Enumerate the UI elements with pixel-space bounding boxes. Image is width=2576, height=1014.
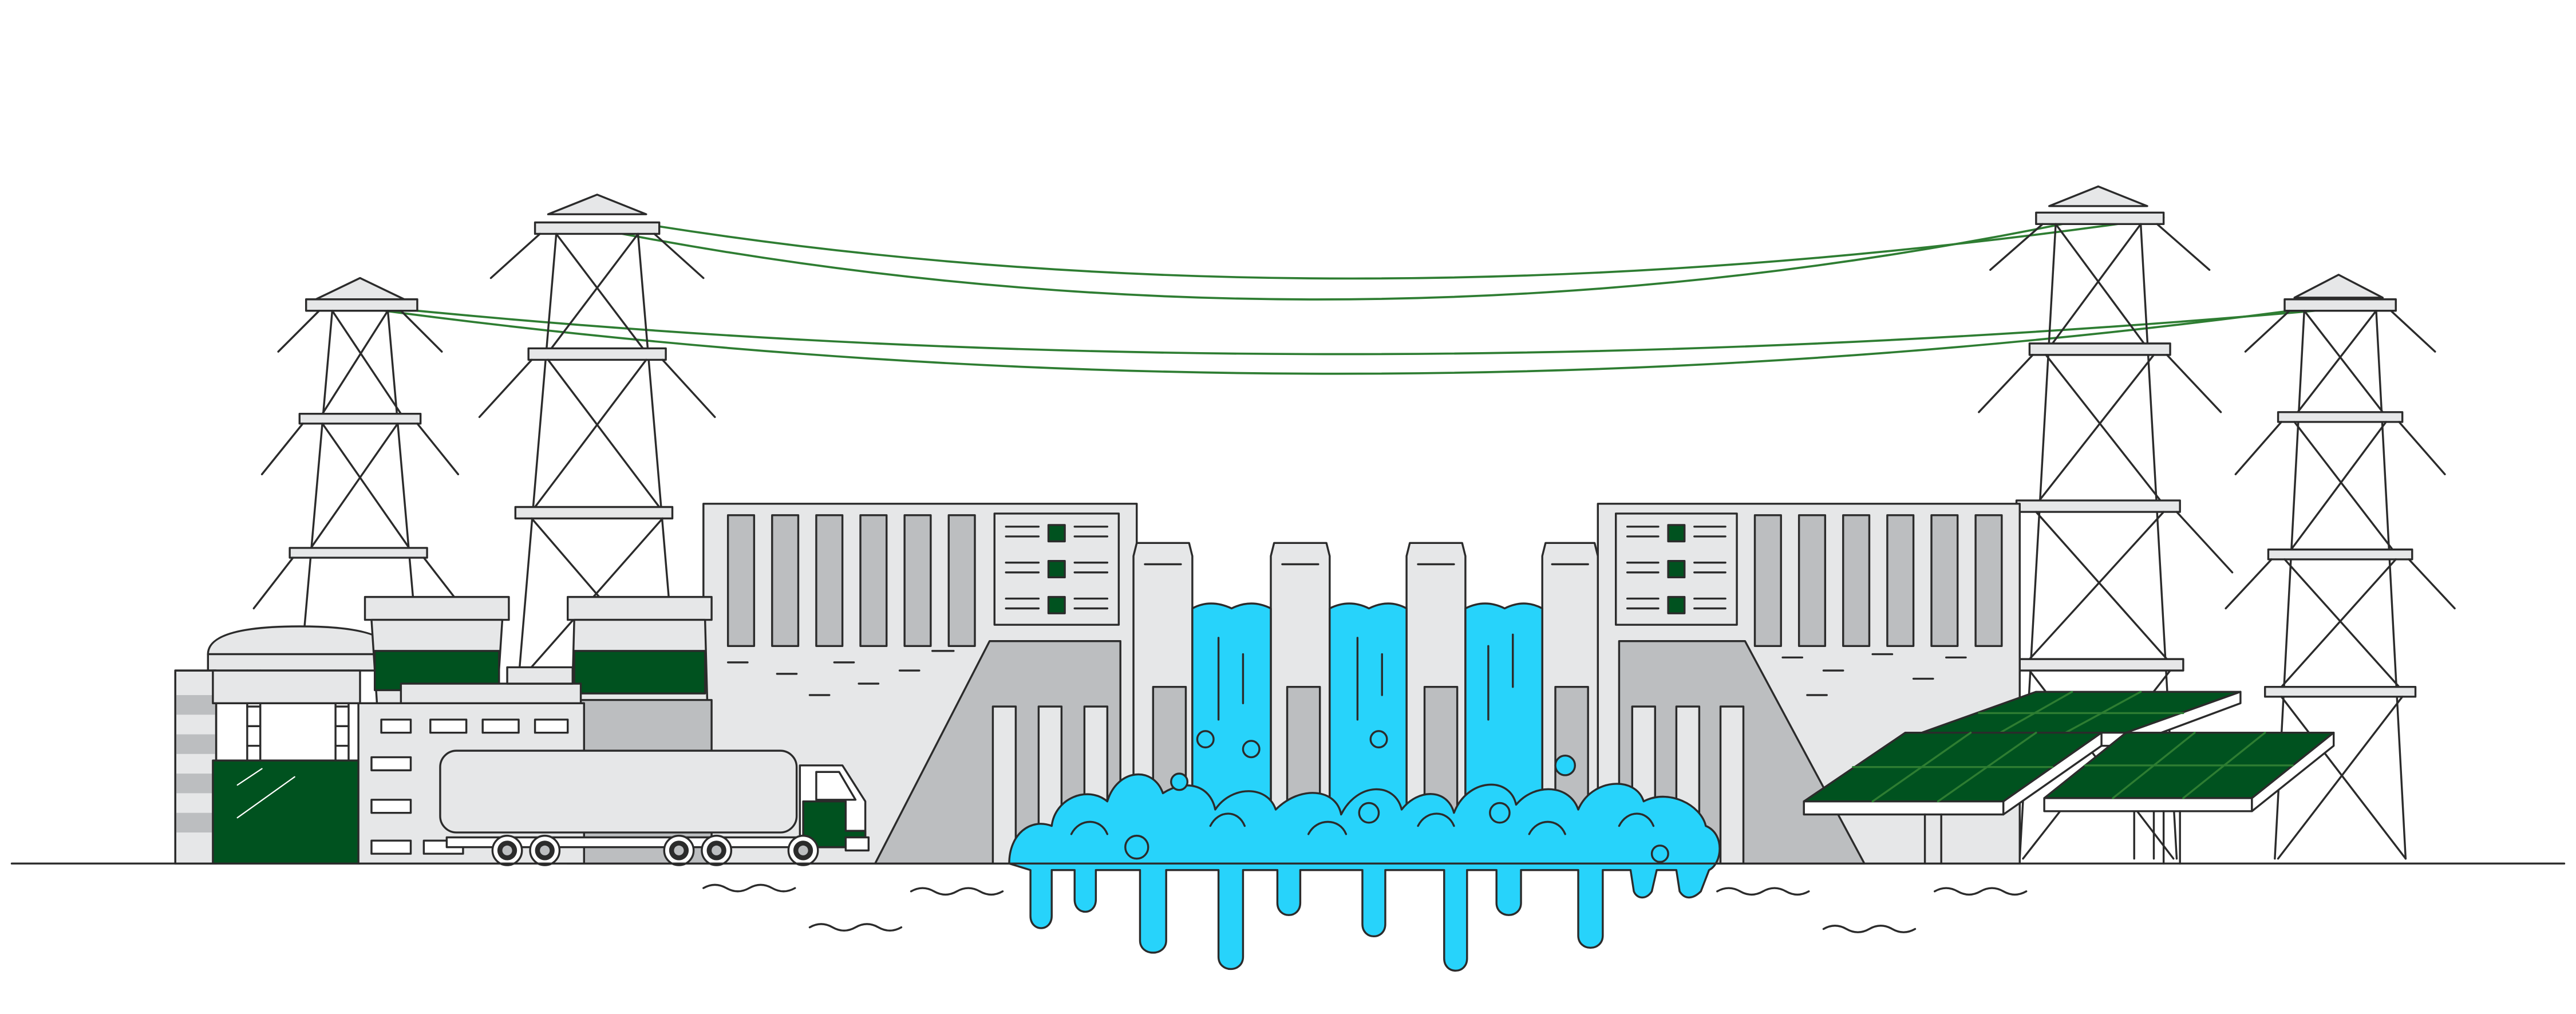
tanker-truck (439, 749, 870, 866)
transmission-tower-left-outer (252, 277, 464, 648)
waterfall-spillways (1191, 602, 1543, 819)
dam-right-vents (1753, 514, 2003, 648)
solar-panel-front-right (2043, 731, 2335, 865)
solar-panel-front-left (1803, 731, 2103, 865)
plant-pipes (400, 666, 582, 704)
striped-silo (174, 669, 218, 865)
dam-right-bricks (1781, 653, 1967, 696)
transmission-tower-right-outer (2225, 274, 2456, 860)
plant-green-block (212, 759, 361, 865)
dam-left-bricks (726, 650, 955, 696)
dam-left-vents (726, 514, 976, 648)
dam-right-control-panel (1615, 512, 1738, 626)
water-splash (1008, 730, 1721, 972)
water-ripples (702, 883, 2028, 933)
power-lines (359, 215, 2389, 375)
solar-panels (1803, 691, 2335, 865)
transmission-tower-left-inner (478, 194, 716, 680)
dam-left-control-panel (993, 512, 1120, 626)
plant-upper-block (212, 669, 361, 704)
